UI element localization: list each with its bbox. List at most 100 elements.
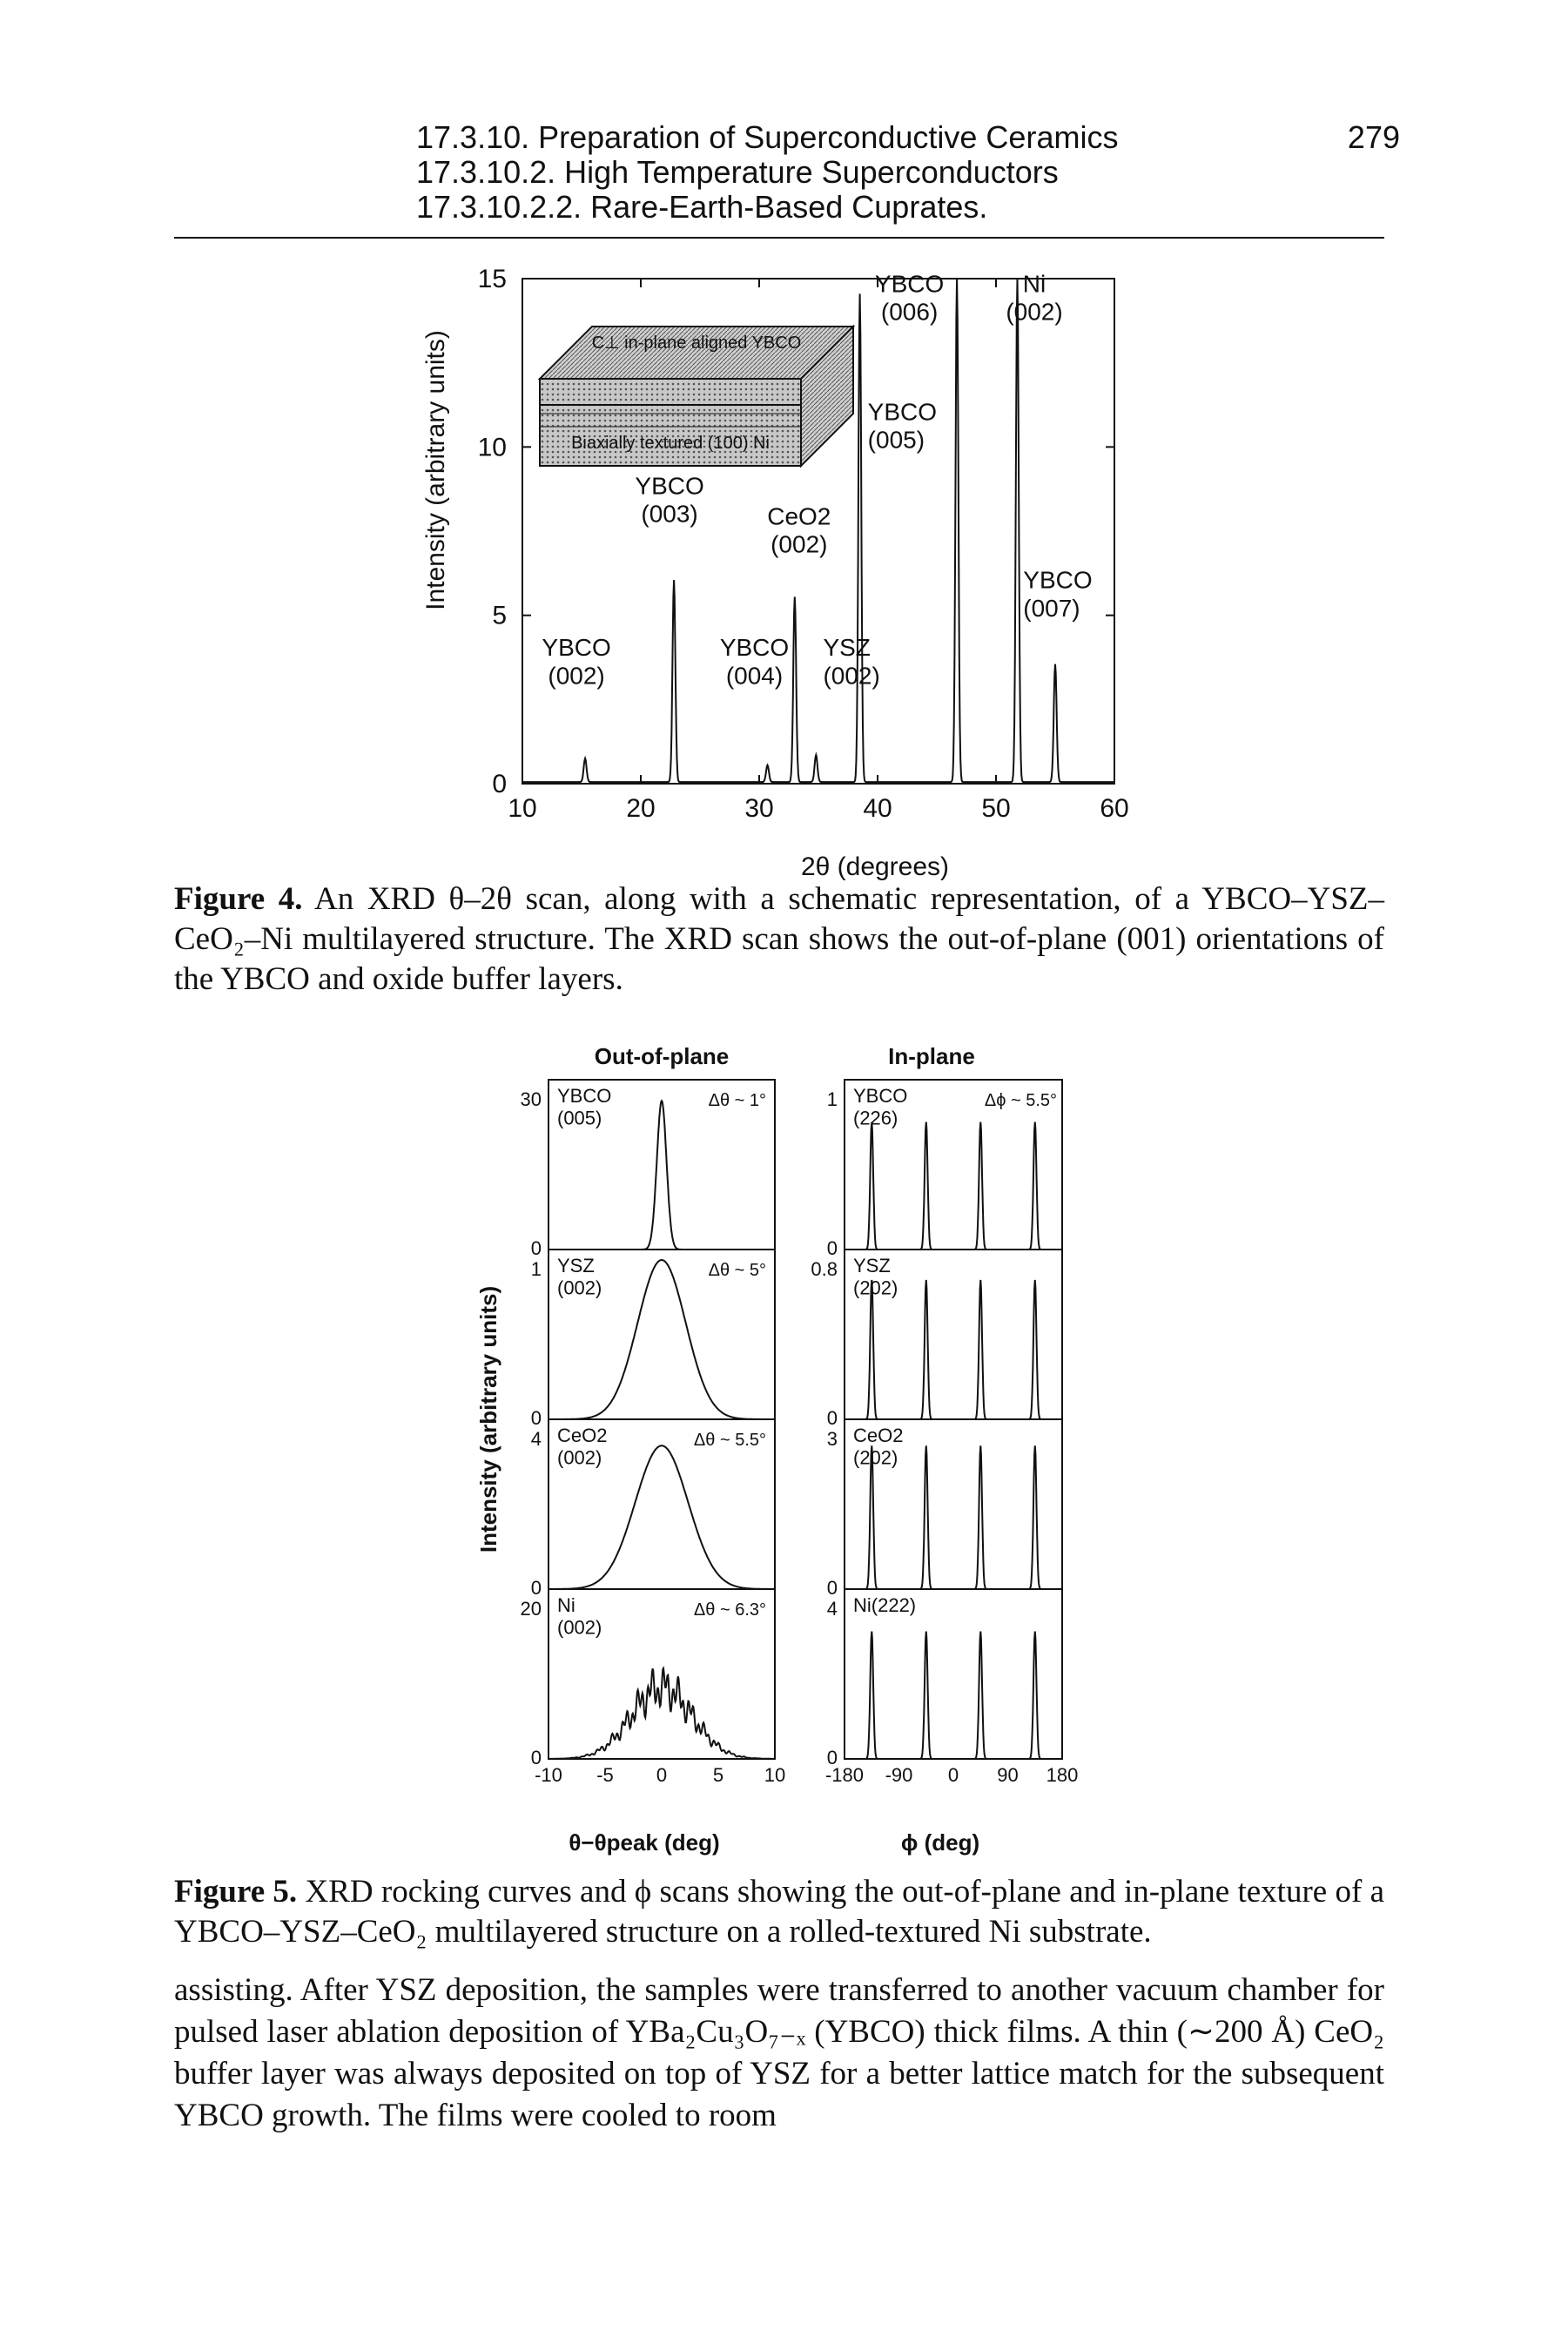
fig4-x-tick-label: 50 bbox=[981, 794, 1010, 823]
fig4-y-tick-label: 10 bbox=[478, 433, 507, 461]
page-number: 279 bbox=[1347, 119, 1400, 155]
out-of-plane-panel: 0 4 CeO2(002) Δθ ~ 5.5° bbox=[531, 1418, 776, 1599]
figure-5-rocking-curves: Out-of-plane In-plane Intensity (arbitra… bbox=[475, 1043, 1079, 1856]
out-of-plane-x-tick-label: 10 bbox=[764, 1764, 785, 1786]
fig4-x-tick-label: 40 bbox=[863, 794, 892, 823]
in-plane-panel-label: YBCO(226) bbox=[853, 1085, 907, 1128]
header-line-3: 17.3.10.2.2. Rare-Earth-Based Cuprates. bbox=[416, 189, 988, 225]
in-plane-panel: 0 1 YBCO(226) Δϕ ~ 5.5° bbox=[827, 1079, 1063, 1259]
fig4-peak-label: YSZ(002) bbox=[823, 634, 879, 689]
in-plane-x-tick-label: -180 bbox=[825, 1764, 864, 1786]
out-of-plane-x-tick-label: 0 bbox=[656, 1764, 667, 1786]
out-of-plane-y-tick-label: 0 bbox=[531, 1407, 542, 1429]
out-of-plane-y-tick-label: 0 bbox=[531, 1577, 542, 1599]
in-plane-fwhm-label: Δϕ ~ 5.5° bbox=[985, 1091, 1057, 1110]
fig4-peak-label: YBCO(002) bbox=[542, 634, 610, 689]
fig4-y-tick-label: 0 bbox=[492, 770, 507, 798]
fig5-y-axis-label: Intensity (arbitrary units) bbox=[475, 1286, 501, 1553]
fig4-x-axis-label: 2θ (degrees) bbox=[801, 852, 949, 881]
out-of-plane-fwhm-label: Δθ ~ 5° bbox=[709, 1261, 766, 1280]
fig4-peak-label: Ni(002) bbox=[1006, 270, 1062, 325]
out-of-plane-panel-frame bbox=[548, 1588, 776, 1760]
fig4-x-tick-label: 20 bbox=[626, 794, 655, 823]
fig4-plot-frame bbox=[522, 278, 1115, 785]
fig4-x-tick-label: 60 bbox=[1100, 794, 1128, 823]
out-of-plane-panel-label: YSZ(002) bbox=[557, 1255, 602, 1298]
fig4-x-tick-label: 10 bbox=[508, 794, 536, 823]
out-of-plane-panel: 0 30 YBCO(005) Δθ ~ 1° bbox=[521, 1079, 776, 1259]
in-plane-panel: 0 0.8 YSZ(202) bbox=[811, 1249, 1063, 1429]
running-header: 17.3.10. Preparation of Superconductive … bbox=[416, 120, 1400, 225]
out-of-plane-panel: 0 20 Ni(002) Δθ ~ 6.3° bbox=[521, 1588, 776, 1768]
figure-4-caption: Figure 4. An XRD θ–2θ scan, along with a… bbox=[174, 879, 1384, 1000]
in-plane-y-tick-label: 0 bbox=[827, 1747, 838, 1768]
fig5-left-x-label: θ−θpeak (deg) bbox=[569, 1829, 719, 1856]
out-of-plane-y-tick-label: 30 bbox=[521, 1088, 542, 1110]
out-of-plane-y-tick-label: 20 bbox=[521, 1598, 542, 1620]
fig4-peak-label: YBCO(003) bbox=[635, 472, 703, 527]
layer-schematic: C⊥ in-plane aligned YBCO Biaxially textu… bbox=[537, 324, 856, 468]
fig4-x-tick-label: 30 bbox=[744, 794, 773, 823]
out-of-plane-title: Out-of-plane bbox=[595, 1043, 730, 1069]
fig4-y-tick-label: 15 bbox=[478, 265, 507, 293]
in-plane-y-tick-label: 1 bbox=[827, 1088, 838, 1110]
header-rule bbox=[174, 237, 1384, 239]
figure-5-caption: Figure 5. XRD rocking curves and ϕ scans… bbox=[174, 1872, 1384, 1952]
out-of-plane-panel-label: YBCO(005) bbox=[557, 1085, 611, 1128]
in-plane-x-tick-label: -90 bbox=[885, 1764, 913, 1786]
fig4-peak-label: CeO2(002) bbox=[767, 502, 831, 557]
fig4-peak-label: YBCO(005) bbox=[868, 398, 937, 453]
in-plane-panel: 0 3 CeO2(202) bbox=[827, 1418, 1063, 1599]
in-plane-title: In-plane bbox=[888, 1043, 975, 1069]
inset-bottom-label: Biaxially textured (100) Ni bbox=[571, 434, 770, 453]
fig4-y-axis-label: Intensity (arbitrary units) bbox=[421, 330, 450, 610]
in-plane-x-tick-label: 180 bbox=[1046, 1764, 1079, 1786]
in-plane-panel-label: Ni(222) bbox=[853, 1594, 916, 1616]
in-plane-trace bbox=[845, 1631, 1062, 1760]
header-line-1: 17.3.10. Preparation of Superconductive … bbox=[416, 119, 1119, 155]
figure-5-caption-label: Figure 5. bbox=[174, 1874, 298, 1910]
in-plane-y-tick-label: 4 bbox=[827, 1598, 838, 1620]
figure-5-caption-text: XRD rocking curves and ϕ scans showing t… bbox=[174, 1874, 1385, 1950]
out-of-plane-trace bbox=[548, 1258, 775, 1420]
out-of-plane-y-tick-label: 0 bbox=[531, 1747, 542, 1768]
in-plane-trace bbox=[845, 1122, 1062, 1250]
in-plane-panel-label: YSZ(202) bbox=[853, 1255, 898, 1298]
body-paragraph: assisting. After YSZ deposition, the sam… bbox=[174, 1972, 1384, 2133]
out-of-plane-fwhm-label: Δθ ~ 6.3° bbox=[694, 1600, 766, 1620]
out-of-plane-y-tick-label: 4 bbox=[531, 1428, 542, 1450]
out-of-plane-trace bbox=[548, 1445, 775, 1590]
in-plane-y-tick-label: 0 bbox=[827, 1237, 838, 1259]
out-of-plane-panel: 0 1 YSZ(002) Δθ ~ 5° bbox=[531, 1249, 776, 1429]
out-of-plane-x-tick-label: 5 bbox=[713, 1764, 723, 1786]
fig5-right-x-label: ϕ (deg) bbox=[901, 1829, 979, 1856]
out-of-plane-fwhm-label: Δθ ~ 1° bbox=[709, 1091, 766, 1110]
fig4-y-tick-label: 5 bbox=[492, 602, 507, 630]
fig4-peak-label: YBCO(007) bbox=[1023, 567, 1092, 622]
figure-4-caption-label: Figure 4. bbox=[174, 881, 303, 917]
out-of-plane-panel-label: Ni(002) bbox=[557, 1594, 602, 1638]
in-plane-panel: 0 4 Ni(222) bbox=[827, 1588, 1063, 1768]
in-plane-panel-label: CeO2(202) bbox=[853, 1425, 903, 1468]
out-of-plane-x-tick-label: -5 bbox=[596, 1764, 614, 1786]
in-plane-y-tick-label: 0 bbox=[827, 1577, 838, 1599]
figure-4-caption-text: An XRD θ–2θ scan, along with a schematic… bbox=[174, 881, 1384, 997]
out-of-plane-trace bbox=[548, 1666, 775, 1760]
fig4-xrd-trace bbox=[522, 278, 1114, 784]
out-of-plane-x-tick-label: -10 bbox=[535, 1764, 562, 1786]
fig4-peak-label: YBCO(006) bbox=[875, 270, 944, 325]
in-plane-x-tick-label: 90 bbox=[997, 1764, 1018, 1786]
out-of-plane-y-tick-label: 1 bbox=[531, 1258, 542, 1280]
out-of-plane-y-tick-label: 0 bbox=[531, 1237, 542, 1259]
in-plane-y-tick-label: 3 bbox=[827, 1428, 838, 1450]
header-line-2: 17.3.10.2. High Temperature Superconduct… bbox=[416, 154, 1059, 190]
inset-top-label: C⊥ in-plane aligned YBCO bbox=[592, 333, 802, 353]
in-plane-y-tick-label: 0.8 bbox=[811, 1258, 838, 1280]
out-of-plane-fwhm-label: Δθ ~ 5.5° bbox=[694, 1431, 766, 1450]
in-plane-x-tick-label: 0 bbox=[948, 1764, 959, 1786]
in-plane-y-tick-label: 0 bbox=[827, 1407, 838, 1429]
fig4-peak-label: YBCO(004) bbox=[720, 634, 789, 689]
figure-4-xrd-scan: 10 20 30 40 50 60 0 5 10 15 C⊥ in-plane aligned Y… bbox=[421, 265, 1129, 881]
out-of-plane-panel-label: CeO2(002) bbox=[557, 1425, 607, 1468]
in-plane-trace bbox=[845, 1279, 1062, 1420]
